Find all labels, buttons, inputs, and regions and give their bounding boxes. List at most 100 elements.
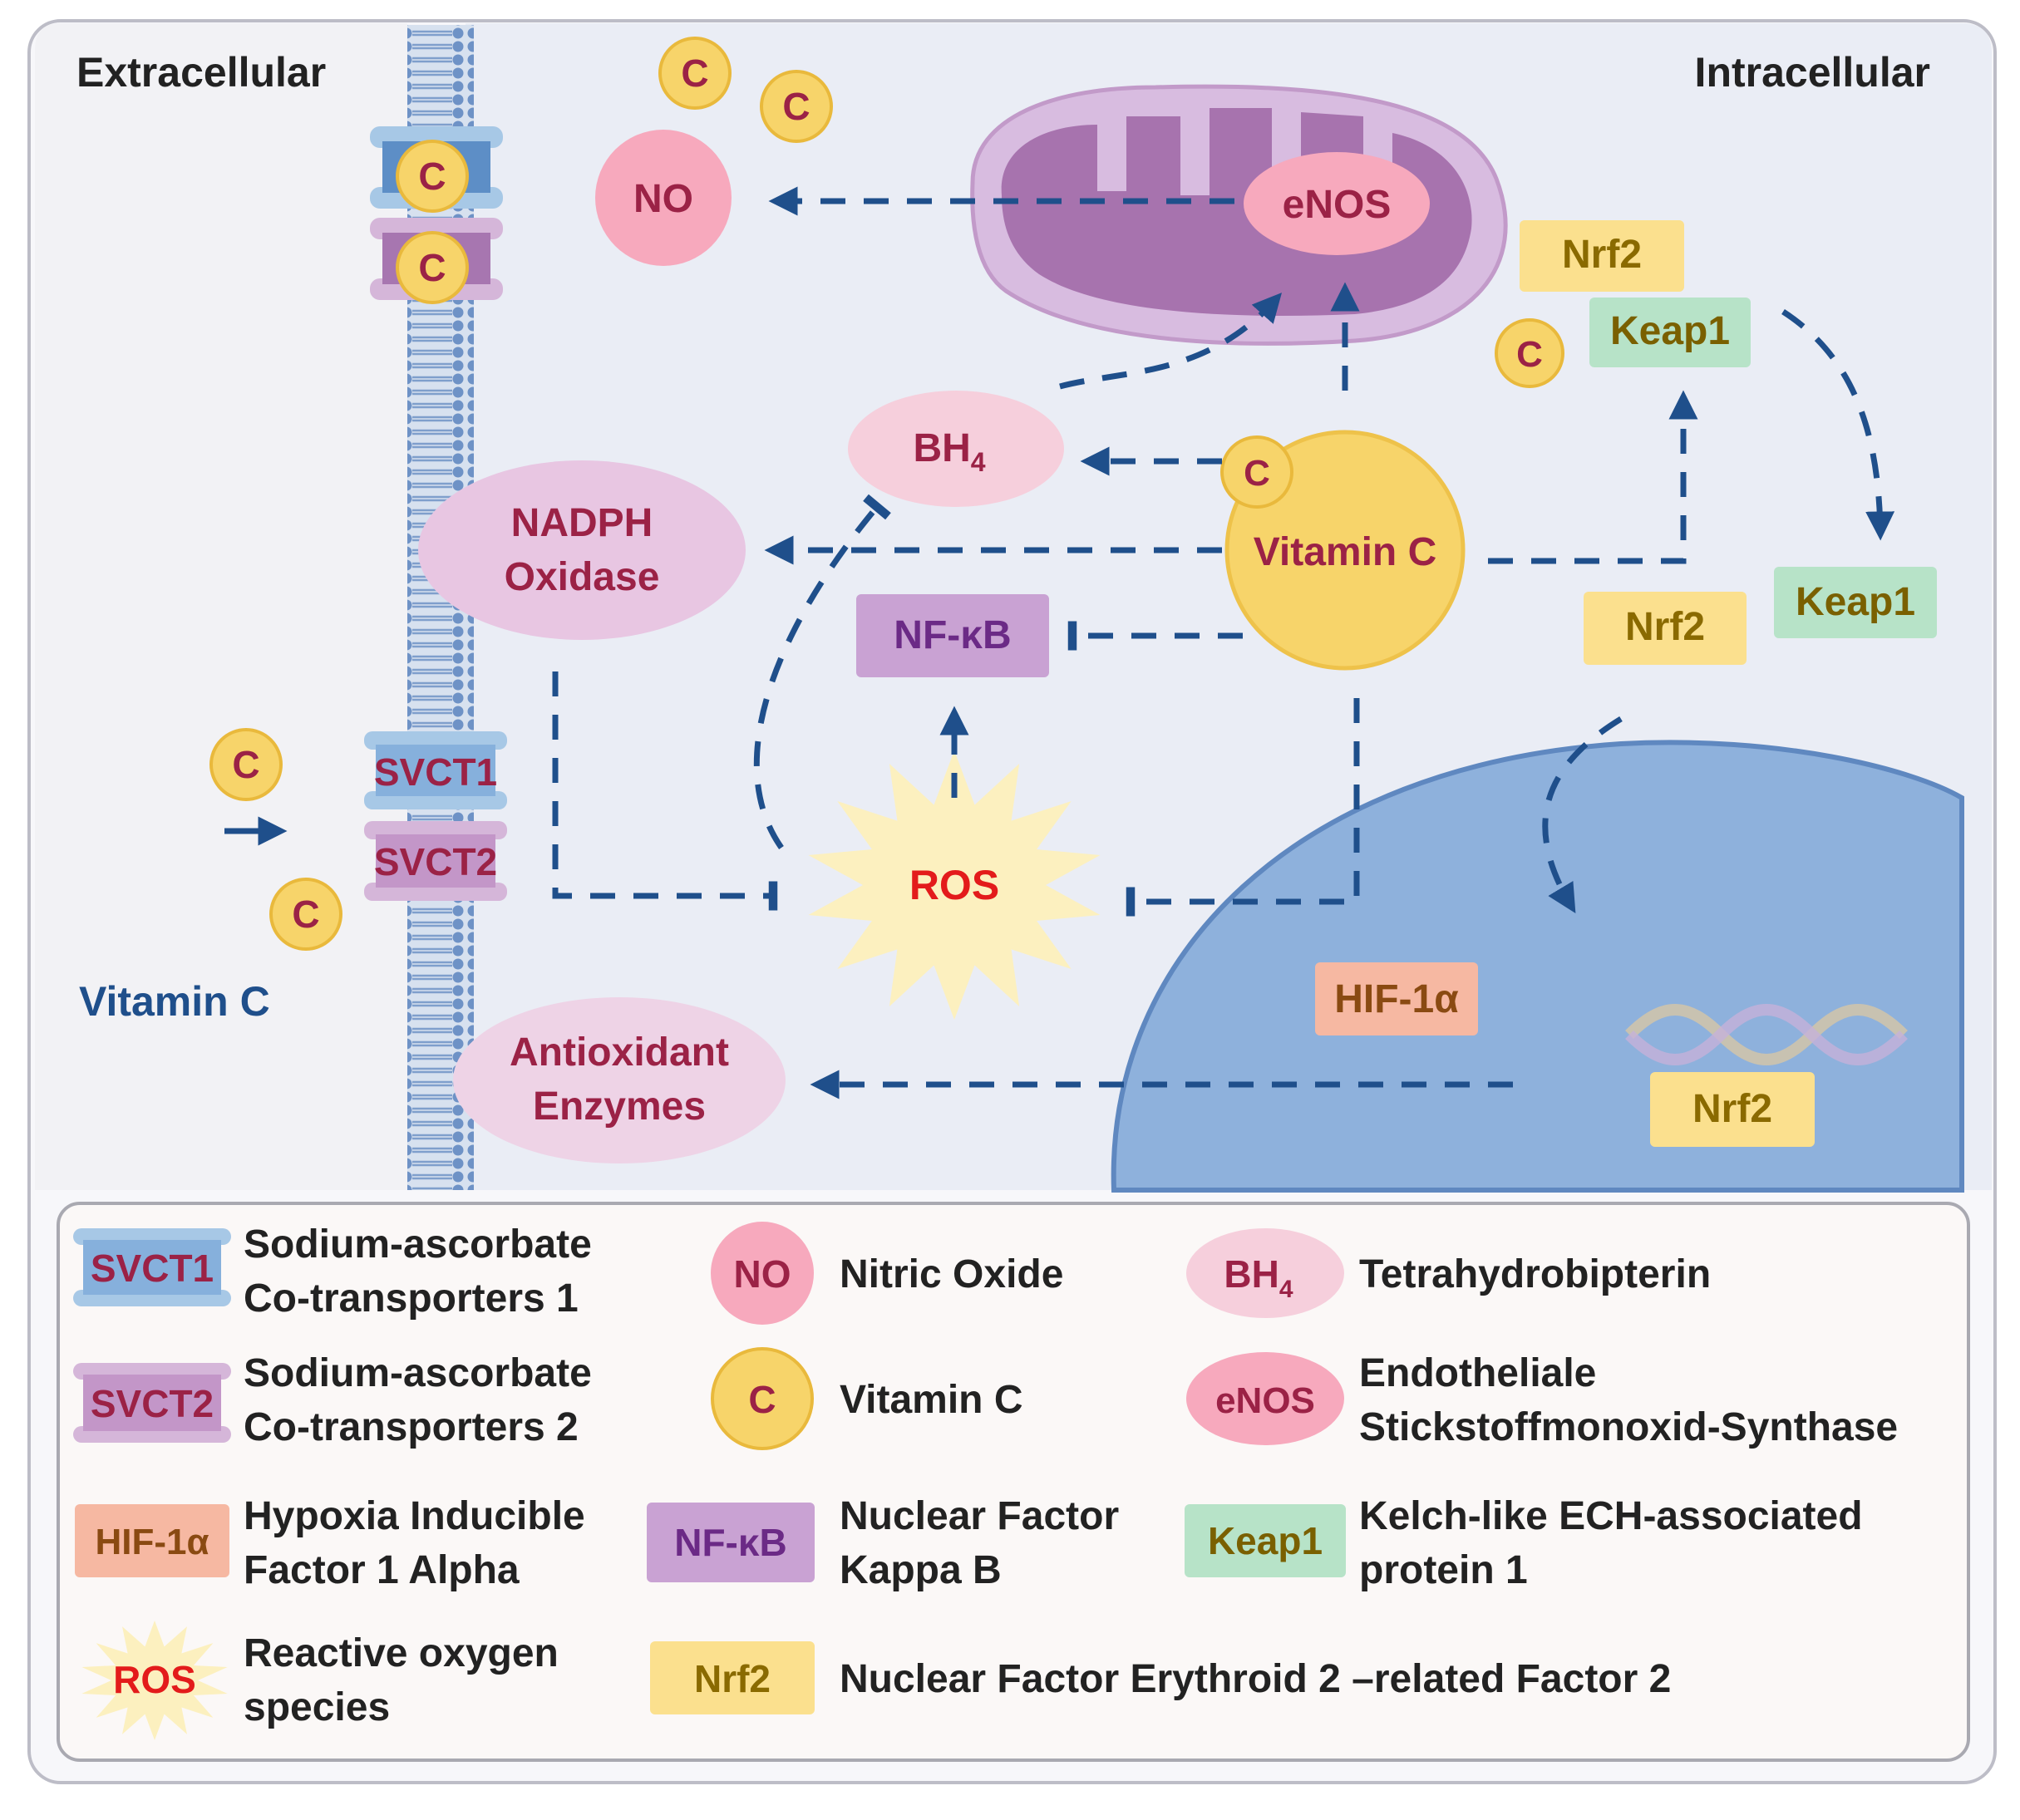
svg-text:C: C: [292, 893, 319, 936]
svg-text:Sodium-ascorbate: Sodium-ascorbate: [244, 1222, 592, 1267]
keap1-box-top: Keap1: [1589, 298, 1751, 367]
legend-vitamin-c: C Vitamin C: [711, 1347, 1023, 1450]
hif-node: HIF-1α: [1315, 962, 1478, 1035]
svg-text:NF-κB: NF-κB: [894, 613, 1011, 657]
svct2-label: SVCT2: [374, 840, 497, 883]
svg-text:Nuclear Factor: Nuclear Factor: [840, 1494, 1119, 1538]
svg-text:Nrf2: Nrf2: [1625, 605, 1705, 649]
vitamin-c-outside-label: Vitamin C: [79, 978, 270, 1025]
nfkb-node: NF-κB: [856, 594, 1049, 677]
svg-text:NO: NO: [734, 1252, 791, 1296]
bh4-label: BH: [913, 426, 970, 470]
vitamin-c-molecule: C: [269, 878, 342, 951]
enos-node: eNOS: [1244, 152, 1430, 255]
svg-text:NADPH: NADPH: [511, 501, 653, 545]
intracellular-label: Intracellular: [1695, 49, 1930, 96]
svct1-label: SVCT1: [374, 750, 497, 794]
svg-text:eNOS: eNOS: [1215, 1380, 1315, 1421]
svg-text:BH4: BH4: [913, 426, 985, 477]
no-label: NO: [633, 177, 693, 221]
vitamin-c-molecule: C: [658, 37, 732, 110]
vitamin-c-molecule: C: [209, 728, 283, 801]
svg-text:Nrf2: Nrf2: [1692, 1087, 1772, 1131]
legend-ros: ROS Reactive oxygen species: [81, 1621, 559, 1740]
arrow-vitc-to-keap1: [1488, 390, 1698, 564]
vitamin-c-molecule: C: [396, 140, 469, 213]
svg-text:Keap1: Keap1: [1610, 309, 1730, 353]
legend-svct1: SVCT1 Sodium-ascorbate Co-transporters 1: [73, 1222, 592, 1321]
svg-text:Sodium-ascorbate: Sodium-ascorbate: [244, 1351, 592, 1395]
svg-text:HIF-1α: HIF-1α: [1334, 977, 1459, 1021]
dna-helix: [1625, 1004, 1908, 1065]
svg-text:Oxidase: Oxidase: [505, 555, 660, 599]
inhibit-ros-to-bh4: [753, 494, 891, 850]
svg-text:BH4: BH4: [1224, 1252, 1293, 1303]
vitamin-c-molecule: C: [760, 70, 833, 143]
svg-text:Nrf2: Nrf2: [1562, 233, 1642, 277]
legend-hif: HIF-1α Hypoxia Inducible Factor 1 Alpha: [75, 1494, 585, 1592]
ros-node: ROS: [808, 750, 1101, 1020]
no-node: NO: [595, 130, 732, 266]
svg-text:Keap1: Keap1: [1208, 1519, 1323, 1562]
svg-text:Nitric Oxide: Nitric Oxide: [840, 1252, 1063, 1296]
svg-text:protein 1: protein 1: [1359, 1548, 1528, 1592]
svg-text:SVCT2: SVCT2: [91, 1382, 214, 1425]
svg-text:species: species: [244, 1685, 390, 1729]
svg-text:C: C: [748, 1378, 776, 1421]
nadph-oxidase-node: NADPH Oxidase: [418, 460, 746, 640]
extracellular-label: Extracellular: [76, 49, 326, 96]
antioxidant-enzymes-node: Antioxidant Enzymes: [453, 997, 786, 1163]
svg-text:Hypoxia Inducible: Hypoxia Inducible: [244, 1494, 585, 1538]
inhibit-nadph-to-ros: [552, 671, 778, 911]
svg-text:ROS: ROS: [113, 1658, 196, 1701]
legend-nfkb: NF-κB Nuclear Factor Kappa B: [647, 1494, 1119, 1592]
nrf2-box-mid: Nrf2: [1584, 592, 1747, 665]
svg-text:Co-transporters 2: Co-transporters 2: [244, 1405, 579, 1449]
ros-label: ROS: [909, 862, 999, 908]
bh4-node: BH4: [848, 391, 1064, 507]
svg-text:Co-transporters 1: Co-transporters 1: [244, 1276, 579, 1321]
svg-text:C: C: [1516, 334, 1543, 375]
nrf2-box-nucleus: Nrf2: [1650, 1072, 1815, 1147]
legend-no: NO Nitric Oxide: [711, 1222, 1063, 1325]
svg-text:Tetrahydrobipterin: Tetrahydrobipterin: [1359, 1252, 1711, 1296]
svg-text:HIF-1α: HIF-1α: [95, 1522, 209, 1562]
svg-text:C: C: [782, 85, 810, 128]
nrf2-box-top: Nrf2: [1520, 220, 1684, 292]
svg-text:Factor 1 Alpha: Factor 1 Alpha: [244, 1548, 520, 1592]
legend-nrf2: Nrf2 Nuclear Factor Erythroid 2 –related…: [650, 1641, 1671, 1714]
arrow-bh4-to-enos: [1059, 293, 1283, 390]
enos-label: eNOS: [1283, 183, 1392, 227]
svg-text:C: C: [1244, 453, 1270, 494]
pathway-arrows: [552, 186, 1895, 1099]
vitamin-c-molecule: C: [1495, 318, 1564, 388]
keap1-box-right: Keap1: [1774, 567, 1937, 638]
svg-text:NF-κB: NF-κB: [674, 1521, 787, 1564]
svg-text:Vitamin C: Vitamin C: [840, 1378, 1023, 1422]
arrow-nrf2-to-nucleus: [1542, 716, 1623, 914]
legend-svct2: SVCT2 Sodium-ascorbate Co-transporters 2: [73, 1351, 592, 1449]
svg-text:Reactive oxygen: Reactive oxygen: [244, 1631, 559, 1675]
svg-text:C: C: [418, 155, 446, 198]
legend-panel: [57, 1202, 1970, 1762]
vitamin-c-main: C Vitamin C: [1220, 430, 1466, 671]
svg-text:Kappa B: Kappa B: [840, 1548, 1002, 1592]
svg-text:Kelch-like ECH-associated: Kelch-like ECH-associated: [1359, 1494, 1863, 1538]
svg-text:Nrf2: Nrf2: [694, 1657, 771, 1700]
legend-enos: eNOS Endotheliale Stickstoffmonoxid-Synt…: [1186, 1351, 1898, 1449]
svg-text:Stickstoffmonoxid-Synthase: Stickstoffmonoxid-Synthase: [1359, 1405, 1898, 1449]
vitamin-c-molecule: C: [396, 231, 469, 304]
inhibit-vitc-to-ros: [1126, 698, 1360, 917]
svg-text:Endotheliale: Endotheliale: [1359, 1351, 1596, 1395]
svg-text:Enzymes: Enzymes: [533, 1085, 706, 1129]
svct2-transporter: SVCT2: [364, 821, 507, 901]
svg-text:C: C: [232, 743, 259, 786]
vitamin-c-main-label: Vitamin C: [1254, 530, 1437, 574]
svg-text:SVCT1: SVCT1: [91, 1247, 214, 1290]
svg-text:Nuclear Factor Erythroid 2 –re: Nuclear Factor Erythroid 2 –related Fact…: [840, 1657, 1671, 1701]
svct1-transporter: SVCT1: [364, 731, 507, 809]
legend-bh4: BH4 Tetrahydrobipterin: [1186, 1228, 1711, 1318]
svg-text:C: C: [418, 246, 446, 289]
svg-text:Antioxidant: Antioxidant: [510, 1031, 729, 1075]
